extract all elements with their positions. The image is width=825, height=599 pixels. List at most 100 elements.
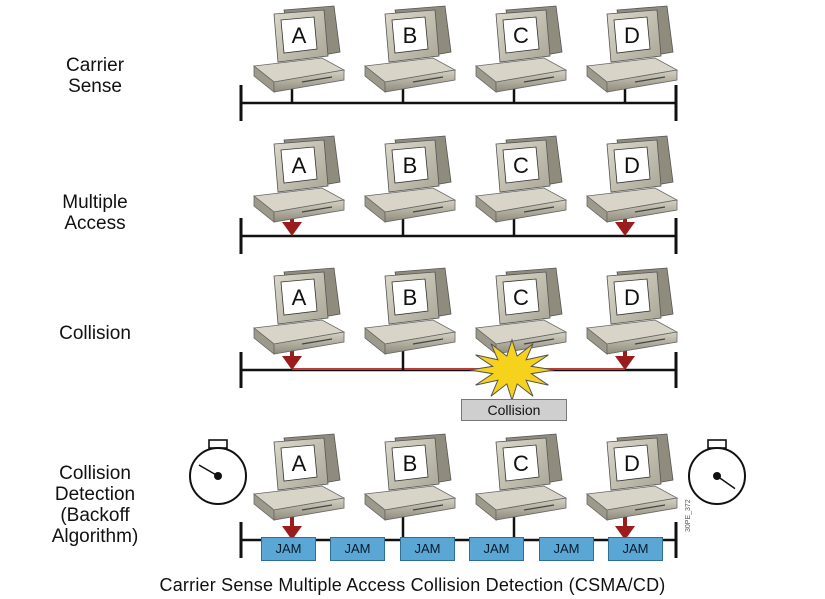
drive-slot (301, 76, 333, 83)
network-row: A B C D (239, 267, 679, 402)
arrow-head (282, 222, 302, 236)
drive-slot (412, 338, 444, 345)
figure-stamp: 30PE_372 (685, 499, 692, 532)
label-line: Access (64, 213, 126, 234)
drive-slot (301, 206, 333, 213)
drive-slot (634, 338, 666, 345)
network-row: A B C D (239, 135, 679, 254)
arrow-head (282, 356, 302, 370)
monitor-screen (502, 278, 540, 316)
monitor-screen (280, 444, 318, 482)
station-letter: D (624, 23, 640, 48)
station-letter: C (513, 451, 529, 476)
jam-signal-box: JAM (330, 537, 385, 561)
computer-icon: C (475, 5, 568, 93)
drive-slot (523, 206, 555, 213)
stopwatch-crown (208, 439, 228, 449)
drive-slot (634, 76, 666, 83)
diagram-caption: Carrier Sense Multiple Access Collision … (159, 575, 666, 595)
monitor-screen (391, 278, 429, 316)
station-letter: C (513, 285, 529, 310)
station-letter: A (292, 23, 307, 48)
computer-icon: A (253, 135, 346, 223)
drive-slot (523, 338, 555, 345)
station-letter: D (624, 153, 640, 178)
computer-icon: A (253, 5, 346, 93)
monitor-screen (391, 444, 429, 482)
computer-icon: D (586, 5, 679, 93)
drive-slot (523, 504, 555, 511)
label-multiple-access: Multiple Access (0, 192, 190, 234)
label-carrier-sense: Carrier Sense (0, 55, 190, 97)
station-letter: D (624, 451, 640, 476)
label-line: Algorithm) (51, 526, 139, 547)
drive-slot (301, 504, 333, 511)
drive-slot (634, 206, 666, 213)
arrow-head (615, 222, 635, 236)
stopwatch-icon (688, 439, 746, 505)
monitor-screen (280, 278, 318, 316)
collision-label: Collision (461, 399, 567, 421)
computer-icon: C (475, 267, 568, 355)
station-letter: B (403, 153, 418, 178)
drive-slot (412, 504, 444, 511)
computer-icon: B (364, 5, 457, 93)
label-line: Detection (54, 484, 136, 505)
jam-signal-box: JAM (539, 537, 594, 561)
arrow-head (282, 526, 302, 540)
station-letter: C (513, 23, 529, 48)
station-letter: D (624, 285, 640, 310)
stopwatch-crown (707, 439, 727, 449)
computer-icon: C (475, 433, 568, 521)
computer-icon: B (364, 267, 457, 355)
arrow-head (615, 356, 635, 370)
collision-burst (469, 338, 555, 402)
label-line: Multiple (62, 192, 128, 213)
jam-signal-box: JAM (608, 537, 663, 561)
monitor-screen (502, 16, 540, 54)
label-line: Collision (59, 323, 131, 344)
computer-icon: D (586, 135, 679, 223)
drive-slot (523, 76, 555, 83)
monitor-screen (613, 146, 651, 184)
drive-slot (412, 206, 444, 213)
station-letter: B (403, 23, 418, 48)
monitor-screen (613, 16, 651, 54)
label-collision-detection: Collision Detection (Backoff Algorithm) (0, 463, 190, 547)
drive-slot (412, 76, 444, 83)
computer-icon: A (253, 267, 346, 355)
label-line: Collision (59, 463, 131, 484)
station-letter: B (403, 451, 418, 476)
jam-signal-box: JAM (261, 537, 316, 561)
monitor-screen (502, 444, 540, 482)
monitor-screen (502, 146, 540, 184)
monitor-screen (613, 278, 651, 316)
monitor-screen (391, 146, 429, 184)
computer-icon: D (586, 433, 679, 521)
monitor-screen (613, 444, 651, 482)
network-row: A B C D (239, 5, 679, 121)
station-letter: A (292, 153, 307, 178)
label-line: Sense (68, 76, 122, 97)
label-collision: Collision (0, 323, 190, 344)
computer-icon: D (586, 267, 679, 355)
monitor-screen (280, 16, 318, 54)
drive-slot (301, 338, 333, 345)
stopwatch-icon (189, 439, 247, 505)
label-line: Carrier (65, 55, 125, 76)
network-row: A B C D (239, 433, 679, 558)
drive-slot (634, 504, 666, 511)
stopwatch-hub (214, 472, 222, 480)
monitor-screen (391, 16, 429, 54)
computer-icon: B (364, 135, 457, 223)
station-letter: A (292, 451, 307, 476)
monitor-screen (280, 146, 318, 184)
computer-icon: A (253, 433, 346, 521)
station-letter: C (513, 153, 529, 178)
label-line: (Backoff (60, 505, 130, 526)
jam-signal-box: JAM (400, 537, 455, 561)
station-letter: B (403, 285, 418, 310)
jam-signal-box: JAM (469, 537, 524, 561)
